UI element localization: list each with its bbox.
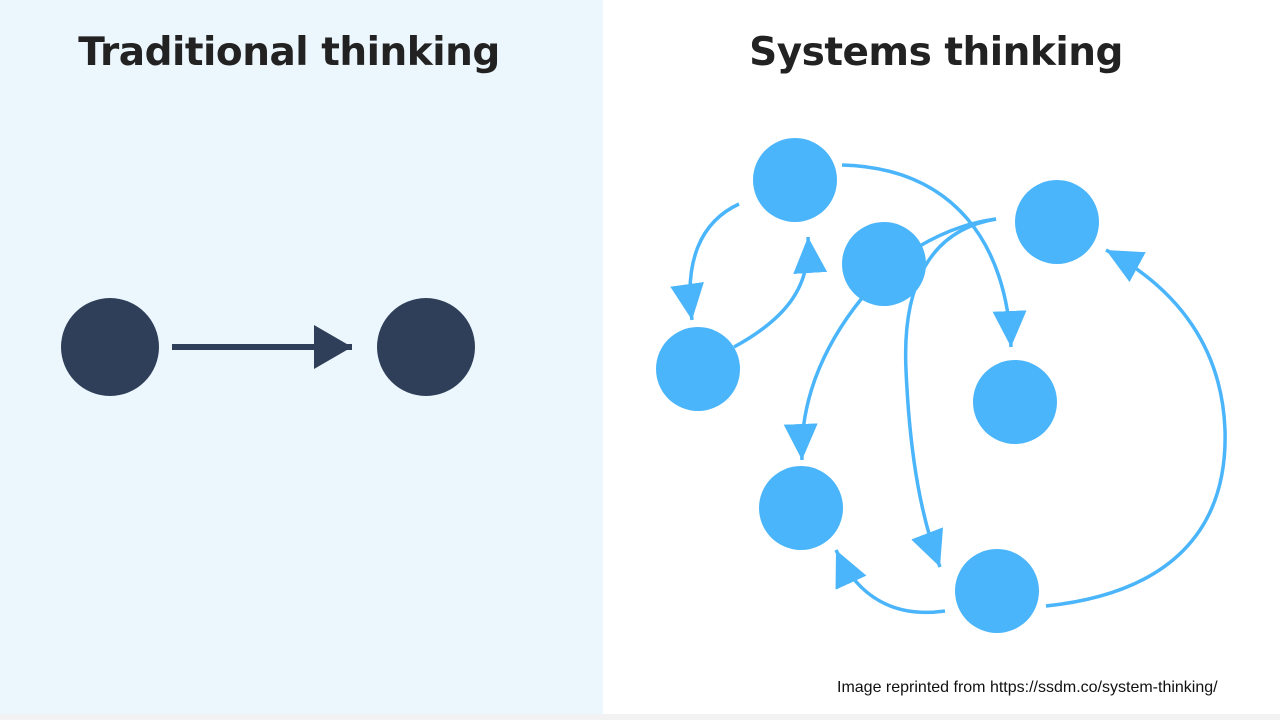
arrow-to-lower-left	[783, 296, 864, 461]
node-left	[656, 327, 740, 411]
systems-thinking-title: Systems thinking	[749, 30, 1123, 75]
node-lower-left	[759, 466, 843, 550]
node-bottom	[955, 549, 1039, 633]
loop-arrow-b	[733, 236, 828, 349]
arrow-bottom-to-left	[834, 549, 946, 615]
node-top	[753, 138, 837, 222]
traditional-thinking-title: Traditional thinking	[78, 30, 500, 75]
systems-diagram	[670, 163, 1227, 615]
arrow-to-bottom	[903, 217, 997, 568]
arrow-branch-link	[917, 217, 997, 249]
node-right	[973, 360, 1057, 444]
feedback-arrow-right	[1045, 248, 1227, 608]
node-top-right	[1015, 180, 1099, 264]
systems-nodes	[656, 138, 1099, 633]
traditional-diagram	[61, 298, 475, 396]
image-credit: Image reprinted from https://ssdm.co/sys…	[837, 679, 1218, 696]
long-arrow-top	[841, 163, 1027, 348]
cause-node	[61, 298, 159, 396]
node-center	[842, 222, 926, 306]
bottom-strip	[0, 714, 1280, 720]
effect-node	[377, 298, 475, 396]
loop-arrow-a	[670, 202, 740, 321]
